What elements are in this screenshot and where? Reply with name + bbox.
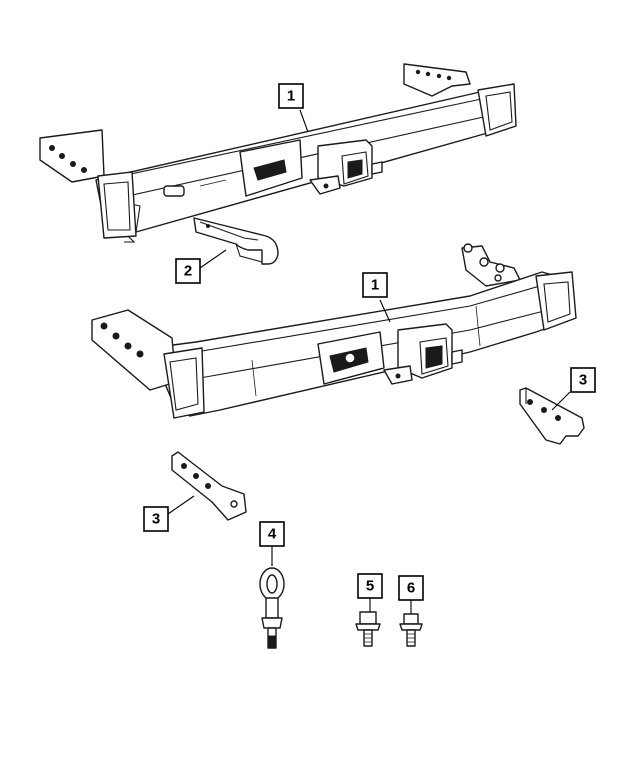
bolt-6[interactable] [399, 613, 423, 647]
callout-label: 1 [371, 277, 379, 294]
callout-label: 3 [152, 511, 160, 528]
callout-1-lower: 1 [362, 272, 388, 298]
callout-label: 4 [268, 526, 277, 543]
callout-4: 4 [259, 521, 285, 547]
lower-hitch-receiver[interactable] [91, 243, 577, 419]
callout-label: 5 [366, 578, 374, 595]
bolt-5[interactable] [355, 611, 381, 647]
mounting-bracket-right[interactable] [519, 387, 585, 445]
leader-lines [167, 109, 571, 614]
callout-label: 1 [287, 88, 295, 105]
tow-eye[interactable] [259, 567, 285, 649]
callout-5: 5 [357, 573, 383, 599]
mounting-bracket-left[interactable] [171, 451, 247, 521]
callout-3-left: 3 [143, 506, 169, 532]
callout-1-upper: 1 [278, 83, 304, 109]
callout-label: 2 [184, 263, 192, 280]
upper-hitch-receiver[interactable] [39, 63, 517, 243]
callout-label: 3 [579, 372, 587, 389]
callout-2: 2 [175, 258, 201, 284]
tow-hook[interactable] [193, 217, 279, 265]
callout-6: 6 [398, 575, 424, 601]
callout-3-right: 3 [570, 367, 596, 393]
callout-label: 6 [407, 580, 415, 597]
